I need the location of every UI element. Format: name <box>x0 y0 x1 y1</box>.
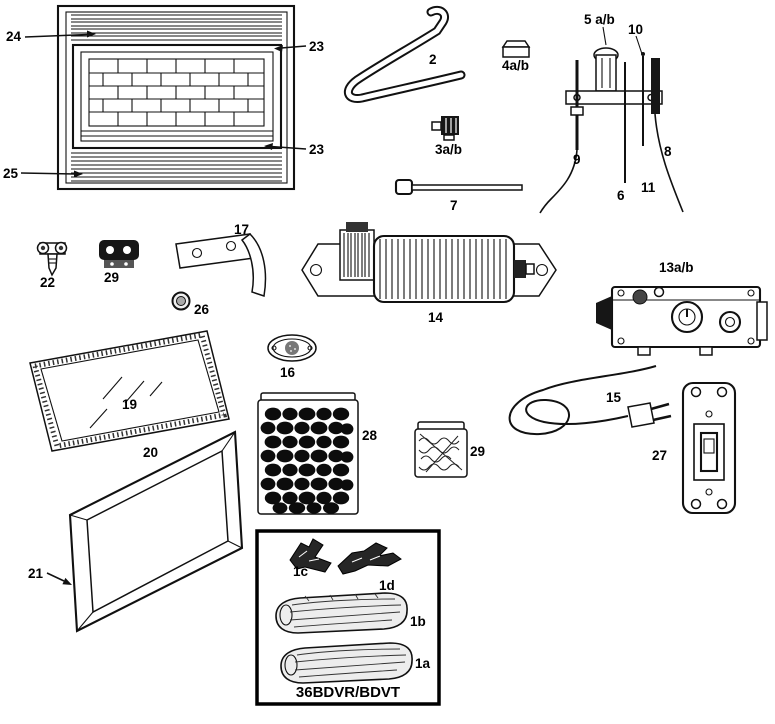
part-label-4ab: 4a/b <box>502 58 529 73</box>
part-label-29-bracket: 29 <box>104 270 119 285</box>
pilot-assembly-illustration: 5 a/b 10 9 6 8 11 <box>539 12 684 214</box>
blower-assembly-illustration: 14 <box>301 222 557 325</box>
part-label-6: 6 <box>617 188 625 203</box>
part-label-23-top: 23 <box>309 39 325 54</box>
model-label: 36BDVR/BDVT <box>296 684 400 701</box>
part-label-22: 22 <box>40 275 55 290</box>
callout-23-bottom: 23 <box>264 142 325 157</box>
part-label-28: 28 <box>362 428 378 443</box>
part-label-7: 7 <box>450 198 458 213</box>
part-label-27: 27 <box>652 448 667 463</box>
log-1c-illustration <box>289 538 332 573</box>
callout-25: 25 <box>3 166 83 181</box>
dark-bracket-illustration: 29 <box>99 240 139 285</box>
log-set-box: 1c 1d 1b 1a 36BDVR/BDVT <box>255 529 441 706</box>
part-label-19: 19 <box>122 397 137 412</box>
part-label-1a: 1a <box>415 656 431 671</box>
part-label-15: 15 <box>606 390 622 405</box>
part-label-9: 9 <box>573 152 581 167</box>
clip-part-illustration: 22 <box>36 241 68 290</box>
lighting-rod-handle-illustration: 2 <box>343 5 466 103</box>
grommet-illustration: 26 <box>171 291 210 317</box>
rockwool-bag-illustration: 29 <box>414 421 485 478</box>
rod-tool-illustration: 7 <box>394 178 523 213</box>
mounting-bracket-illustration: 17 <box>175 222 267 297</box>
part-label-24: 24 <box>6 29 22 44</box>
wall-switch-illustration: 27 <box>652 381 737 515</box>
part-label-26: 26 <box>194 302 210 317</box>
part-label-1c: 1c <box>293 564 309 579</box>
glass-panel-illustration: 19 <box>29 330 230 452</box>
part-label-3ab: 3a/b <box>435 142 462 157</box>
part-label-10: 10 <box>628 22 643 37</box>
callout-24: 24 <box>6 29 96 44</box>
part-label-1b: 1b <box>410 614 426 629</box>
part-label-29-bag: 29 <box>470 444 485 459</box>
callout-23-top: 23 <box>274 39 325 54</box>
knurled-fitting-illustration: 3a/b <box>431 116 462 157</box>
part-label-8: 8 <box>664 144 672 159</box>
part-label-2: 2 <box>429 52 437 67</box>
part-label-20: 20 <box>143 445 158 460</box>
callout-21: 21 <box>28 566 72 585</box>
log-1d-illustration <box>337 542 402 575</box>
gas-valve-illustration: 13a/b <box>596 260 768 356</box>
part-label-17: 17 <box>234 222 249 237</box>
part-label-25: 25 <box>3 166 19 181</box>
power-cord-illustration: 15 <box>508 365 672 436</box>
part-label-1d: 1d <box>379 578 395 593</box>
part-label-23-bottom: 23 <box>309 142 325 157</box>
ember-bag-illustration: 28 <box>257 392 378 515</box>
part-label-14: 14 <box>428 310 444 325</box>
fireplace-assembly-illustration <box>56 4 296 191</box>
door-frame-illustration: 20 <box>68 430 244 633</box>
oval-cover-illustration: 16 <box>267 334 317 380</box>
small-box-part-illustration: 4a/b <box>501 40 531 73</box>
part-label-13ab: 13a/b <box>659 260 694 275</box>
part-label-5ab: 5 a/b <box>584 12 615 27</box>
part-label-16: 16 <box>280 365 296 380</box>
part-label-11: 11 <box>641 180 656 195</box>
part-label-21: 21 <box>28 566 44 581</box>
